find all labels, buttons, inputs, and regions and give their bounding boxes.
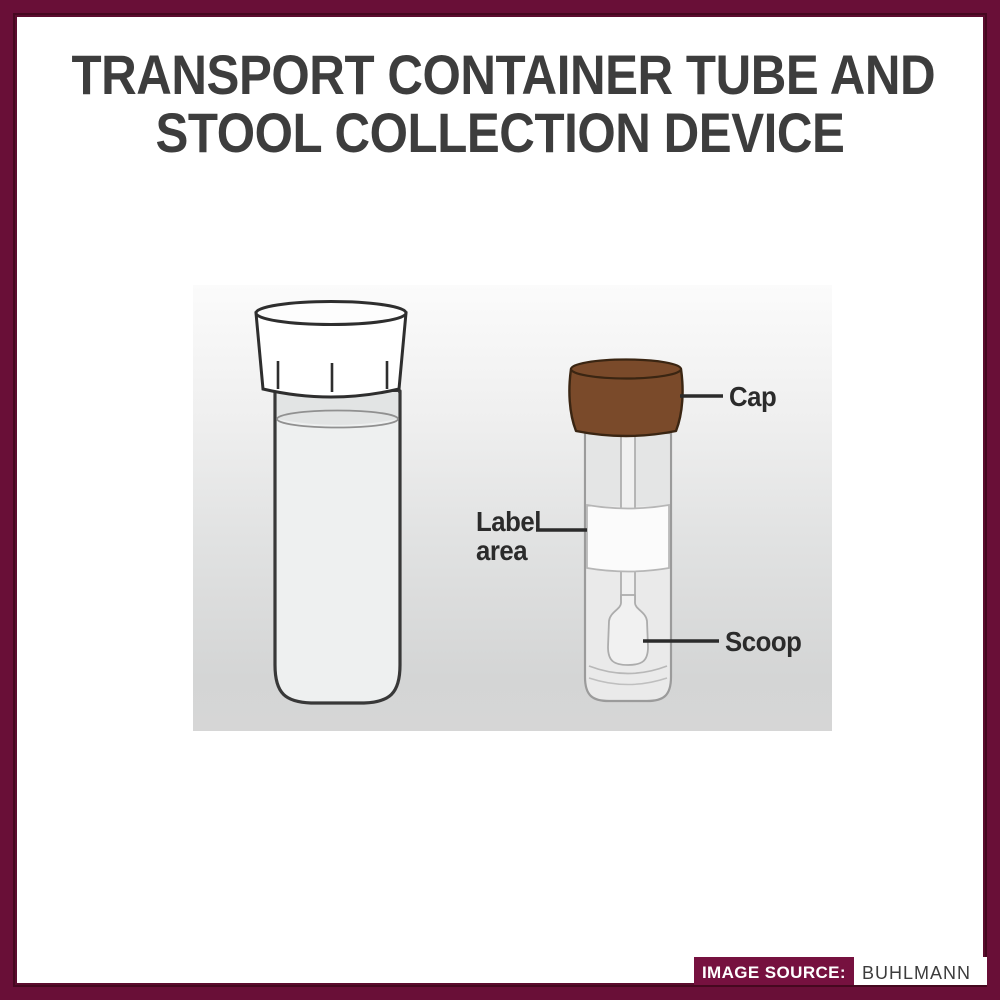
- tube-bottom-inner-arc: [588, 677, 668, 686]
- annotation-label-area: Label area: [476, 506, 587, 566]
- label-area-label-line2: area: [476, 535, 529, 566]
- annotation-scoop: Scoop: [643, 626, 802, 657]
- transport-tube-cap-top: [254, 300, 408, 326]
- label-area-label-line1: Label: [476, 506, 541, 537]
- collection-device-illustration: [568, 358, 684, 703]
- collection-cap: [568, 367, 684, 438]
- scoop-shape: [607, 594, 649, 666]
- transport-tube-cap: [254, 311, 408, 399]
- transport-tube-illustration: [254, 300, 408, 705]
- image-source-label: IMAGE SOURCE:: [693, 957, 854, 985]
- title-line-2: STOOL COLLECTION DEVICE: [155, 101, 845, 165]
- cap-label: Cap: [729, 381, 776, 412]
- tube-bottom-inner-arc: [588, 665, 668, 675]
- illustration-panel: Cap Label area Scoop: [193, 285, 832, 731]
- liquid-level-line: [276, 409, 399, 429]
- scoop-label: Scoop: [725, 626, 801, 657]
- transport-tube-headspace: [277, 392, 398, 425]
- annotation-cap: Cap: [680, 381, 777, 412]
- label-area-band: [586, 503, 670, 573]
- page-title: TRANSPORT CONTAINER TUBE AND STOOL COLLE…: [13, 43, 987, 165]
- title-line-1: TRANSPORT CONTAINER TUBE AND: [71, 43, 936, 106]
- image-source-badge: IMAGE SOURCE: BUHLMANN: [693, 957, 987, 985]
- transport-tube-body: [273, 389, 402, 705]
- collection-cap-top: [569, 358, 683, 380]
- image-source-value: BUHLMANN: [861, 963, 971, 983]
- tubes-illustration: Cap Label area Scoop: [254, 300, 802, 705]
